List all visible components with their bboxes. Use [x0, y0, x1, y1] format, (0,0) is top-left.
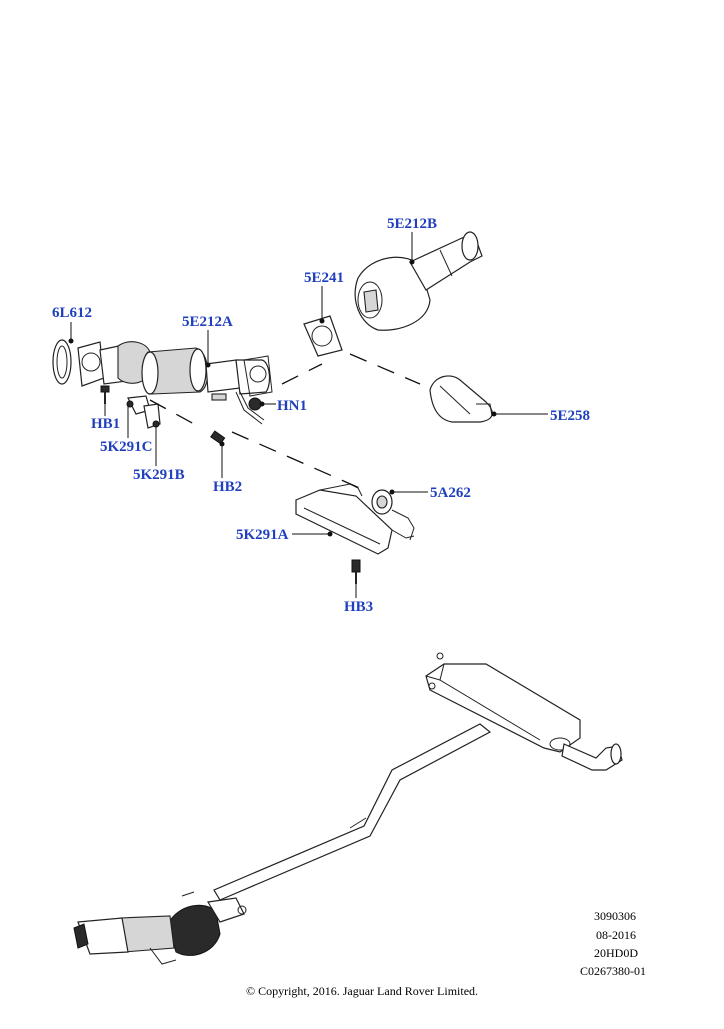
bracket-5K291B-part [143, 403, 161, 429]
callout-HN1: HN1 [277, 398, 307, 414]
bolt-HB2-part [210, 430, 226, 445]
illustration-reference: C0267380-01 [580, 964, 646, 978]
converter-5E212A-part [77, 341, 273, 425]
exhaust-system-overview [73, 652, 623, 965]
callout-5K291C: 5K291C [100, 439, 153, 455]
hanger-5A262-part [371, 489, 415, 541]
illustration-model-code: 20HD0D [594, 946, 638, 960]
callout-5K291A: 5K291A [236, 527, 289, 543]
heat-shield-5E258-part [429, 375, 493, 423]
assembly-line [349, 353, 421, 385]
copyright-notice: © Copyright, 2016. Jaguar Land Rover Lim… [245, 984, 479, 998]
callout-5E212B: 5E212B [387, 216, 438, 232]
callout-HB1: HB1 [91, 416, 121, 432]
assembly-line [281, 363, 323, 385]
bolt-HB1-part [100, 385, 110, 404]
converter-5E212B-part [354, 231, 483, 331]
assembly-line [231, 431, 365, 491]
callout-5E241: 5E241 [304, 270, 345, 286]
illustration-code: 3090306 [594, 909, 636, 923]
callout-HB3: HB3 [344, 599, 374, 615]
nut-HN1-part [248, 397, 262, 411]
bracket-5K291A-part [295, 483, 415, 555]
callout-5E212A: 5E212A [182, 314, 233, 330]
gasket-6L612-part [52, 339, 72, 385]
illustration-date: 08-2016 [596, 928, 636, 942]
callout-5A262: 5A262 [430, 485, 471, 501]
assembly-line [149, 399, 195, 425]
callout-5K291B: 5K291B [133, 467, 185, 483]
callout-leaders [68, 232, 548, 598]
callout-HB2: HB2 [213, 479, 243, 495]
bolt-HB3-part [351, 559, 361, 584]
callout-5E258: 5E258 [550, 408, 591, 424]
callout-6L612: 6L612 [52, 305, 93, 321]
